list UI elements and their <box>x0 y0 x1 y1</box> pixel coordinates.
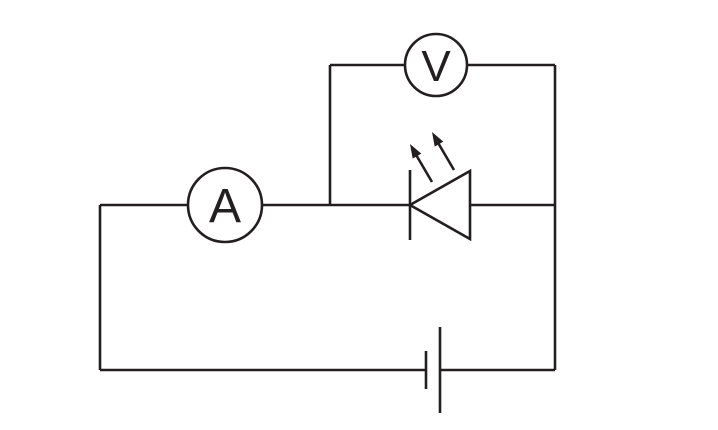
led-emission-arrow-icon <box>410 144 434 183</box>
voltmeter-label: V <box>421 42 451 91</box>
led-emission-arrow-icon <box>432 132 456 171</box>
led-triangle-icon <box>407 168 472 242</box>
ammeter-circle-icon <box>186 166 264 244</box>
circuit-wires <box>98 63 557 372</box>
voltmeter-circle-icon <box>403 32 469 98</box>
led <box>407 132 472 242</box>
voltmeter: V <box>403 32 469 98</box>
cell <box>424 327 442 413</box>
ammeter-label: A <box>209 180 241 233</box>
ammeter: A <box>186 166 264 244</box>
